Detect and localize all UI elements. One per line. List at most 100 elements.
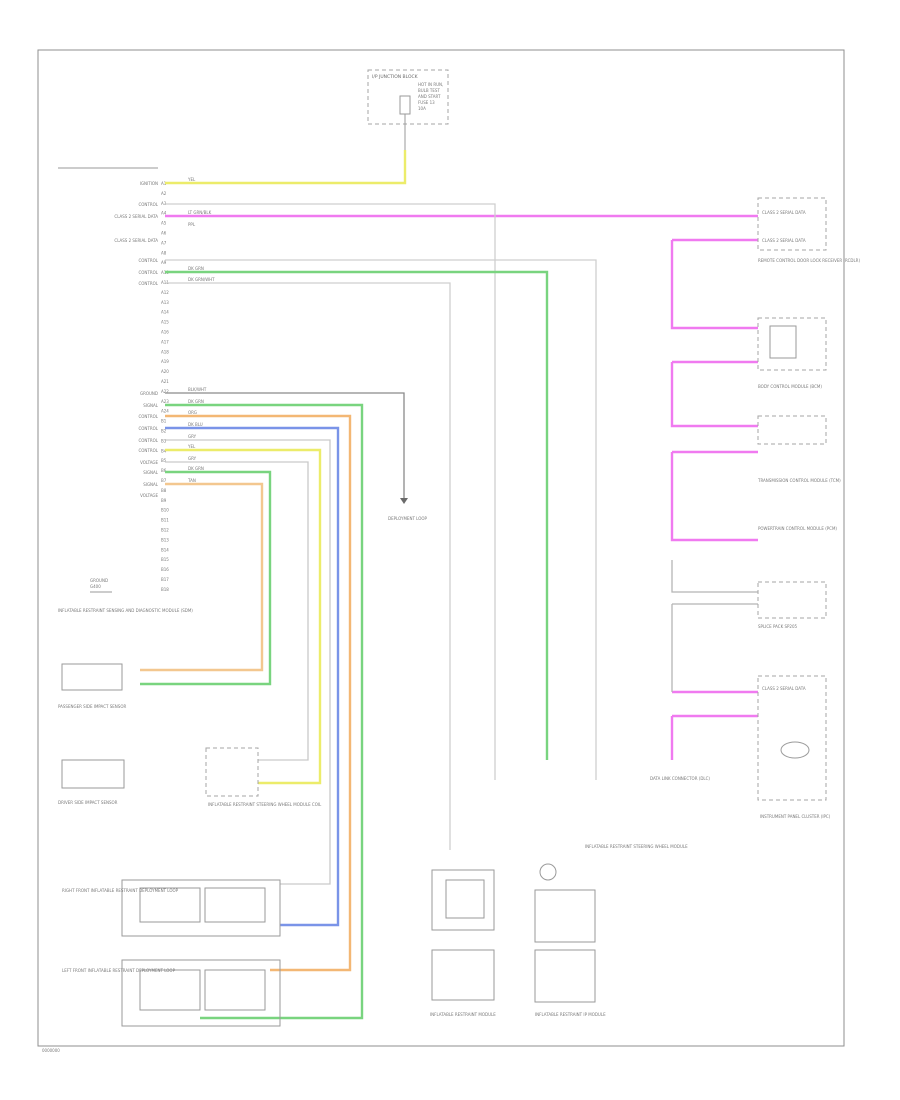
module-pin: A8 bbox=[161, 250, 167, 255]
tcm-label: TRANSMISSION CONTROL MODULE (TCM) bbox=[757, 478, 841, 483]
module-pin: A9 bbox=[161, 260, 167, 265]
module-pin: A23 bbox=[161, 399, 169, 404]
serial-data-label-2: CLASS 2 SERIAL DATA bbox=[762, 238, 806, 243]
wire-code: GRY bbox=[188, 456, 197, 461]
module-signal-label: CLASS 2 SERIAL DATA bbox=[114, 214, 158, 219]
module-signal-label: SIGNAL bbox=[143, 403, 159, 408]
steering-module-label: INFLATABLE RESTRAINT STEERING WHEEL MODU… bbox=[585, 844, 688, 849]
wire-code: DK GRN bbox=[188, 266, 204, 271]
sdm-label: INFLATABLE RESTRAINT SENSING AND DIAGNOS… bbox=[58, 608, 193, 613]
rf-loop-label: RIGHT FRONT INFLATABLE RESTRAINT DEPLOYM… bbox=[62, 888, 179, 893]
module-pin: B10 bbox=[161, 508, 169, 513]
module-pin: A15 bbox=[161, 320, 169, 325]
module-pin: B13 bbox=[161, 537, 169, 542]
module-signal-label: SIGNAL bbox=[143, 482, 159, 487]
module-pin: A3 bbox=[161, 201, 167, 206]
wire-code: DK GRN bbox=[188, 466, 204, 471]
module-pin: A24 bbox=[161, 409, 169, 414]
module-signal-label: GROUND bbox=[140, 391, 158, 396]
module-pins: A1A2A3A4A5A6A7A8A9A10A11A12A13A14A15A16A… bbox=[161, 181, 169, 592]
splice-pack-label: SPLICE PACK SP205 bbox=[758, 624, 798, 629]
rcdlr-label: REMOTE CONTROL DOOR LOCK RECEIVER (RCDLR… bbox=[758, 258, 860, 263]
ipc-label: INSTRUMENT PANEL CLUSTER (IPC) bbox=[760, 814, 831, 819]
module-pin: B2 bbox=[161, 429, 167, 434]
module-pin: B9 bbox=[161, 498, 167, 503]
wire-code: TAN bbox=[187, 478, 196, 483]
module-pin: B12 bbox=[161, 528, 169, 533]
module-pin: B11 bbox=[161, 518, 169, 523]
bcm-label: BODY CONTROL MODULE (BCM) bbox=[758, 384, 822, 389]
wire-code: DK GRN bbox=[188, 399, 204, 404]
module-signal-label: CONTROL bbox=[138, 202, 158, 207]
module-pin: B16 bbox=[161, 567, 169, 572]
module-pin: B17 bbox=[161, 577, 169, 582]
module-pin: B3 bbox=[161, 438, 167, 443]
wire-code: LT GRN/BLK bbox=[188, 210, 212, 215]
module-signal-label: CONTROL bbox=[138, 426, 158, 431]
module-pin: A20 bbox=[161, 369, 169, 374]
module-pin: A19 bbox=[161, 359, 169, 364]
ground-id: G400 bbox=[90, 584, 101, 589]
module-signal-label: CONTROL bbox=[138, 414, 158, 419]
module-pin: A5 bbox=[161, 221, 167, 226]
wire-code: GRY bbox=[188, 434, 197, 439]
bottom-components: DEPLOYMENT LOOP INFLATABLE RESTRAINT MOD… bbox=[388, 516, 688, 1017]
module-signal-label: VOLTAGE bbox=[140, 493, 158, 498]
page-ref: 0000000 bbox=[42, 1048, 60, 1053]
left-components: GROUND G400 INFLATABLE RESTRAINT SENSING… bbox=[58, 578, 322, 1027]
wire-code: DK BLU bbox=[188, 422, 203, 427]
module-signal-label: CONTROL bbox=[138, 270, 158, 275]
fuse-note-4: FUSE 13 bbox=[418, 100, 435, 105]
wires bbox=[140, 150, 758, 1020]
wire-code: ORG bbox=[188, 410, 197, 415]
module-pin: B4 bbox=[161, 448, 167, 453]
module-signal-label: VOLTAGE bbox=[140, 460, 158, 465]
module-signal-label: CONTROL bbox=[138, 438, 158, 443]
module-pin: B18 bbox=[161, 587, 169, 592]
wire-code: PPL bbox=[188, 222, 196, 227]
module-pin: A12 bbox=[161, 290, 169, 295]
module-pin: A6 bbox=[161, 231, 167, 236]
fuse-block-label: I/P JUNCTION BLOCK bbox=[372, 74, 419, 80]
top-fuse-block: I/P JUNCTION BLOCK HOT IN RUN, BULB TEST… bbox=[367, 69, 449, 150]
fuse-note-5: 10A bbox=[418, 106, 426, 111]
module-pin: B7 bbox=[161, 478, 167, 483]
module-signal-label: CONTROL bbox=[138, 281, 158, 286]
wire-code: BLK/WHT bbox=[188, 387, 207, 392]
serial-data-label-1: CLASS 2 SERIAL DATA bbox=[762, 210, 806, 215]
fuse-note-2: BULB TEST bbox=[418, 88, 440, 93]
lf-loop-label: LEFT FRONT INFLATABLE RESTRAINT DEPLOYME… bbox=[62, 968, 176, 973]
wire-code: DK GRN/WHT bbox=[188, 277, 215, 282]
ground-label: GROUND bbox=[90, 578, 108, 583]
module-signal-label: CLASS 2 SERIAL DATA bbox=[114, 238, 158, 243]
wire-code: YEL bbox=[187, 444, 196, 449]
driver-sensor-label: DRIVER SIDE IMPACT SENSOR bbox=[58, 800, 118, 805]
wire-code-labels: YEL LT GRN/BLK PPL DK GRN DK GRN/WHT BLK/WHT D… bbox=[187, 177, 215, 483]
module-pin: A14 bbox=[161, 310, 169, 315]
module-signal-label: CONTROL bbox=[138, 448, 158, 453]
module-pin: A18 bbox=[161, 349, 169, 354]
fuse-note-1: HOT IN RUN, bbox=[418, 82, 443, 87]
module-pin: A1 bbox=[161, 181, 167, 186]
module-pin: A22 bbox=[161, 389, 169, 394]
module-pin: A7 bbox=[161, 240, 167, 245]
dlc-serial-label: CLASS 2 SERIAL DATA bbox=[762, 686, 806, 691]
diagram-frame bbox=[37, 49, 845, 1047]
center-sensor-label: DEPLOYMENT LOOP bbox=[388, 516, 428, 521]
pcm-label: POWERTRAIN CONTROL MODULE (PCM) bbox=[758, 526, 837, 531]
module-pin: B1 bbox=[161, 419, 167, 424]
module-pin: A17 bbox=[161, 339, 169, 344]
module-pin: B14 bbox=[161, 547, 169, 552]
module-pin: A16 bbox=[161, 330, 169, 335]
module-pin: A13 bbox=[161, 300, 169, 305]
bottom-module-1-label: INFLATABLE RESTRAINT MODULE bbox=[430, 1012, 496, 1017]
module-pin: A4 bbox=[161, 211, 167, 216]
fuse-note-3: AND START bbox=[418, 94, 441, 99]
module-pin: A2 bbox=[161, 191, 167, 196]
wire-code: YEL bbox=[187, 177, 196, 182]
module-pin: B6 bbox=[161, 468, 167, 473]
module-pin: B15 bbox=[161, 557, 169, 562]
module-signal-label: SIGNAL bbox=[143, 470, 159, 475]
